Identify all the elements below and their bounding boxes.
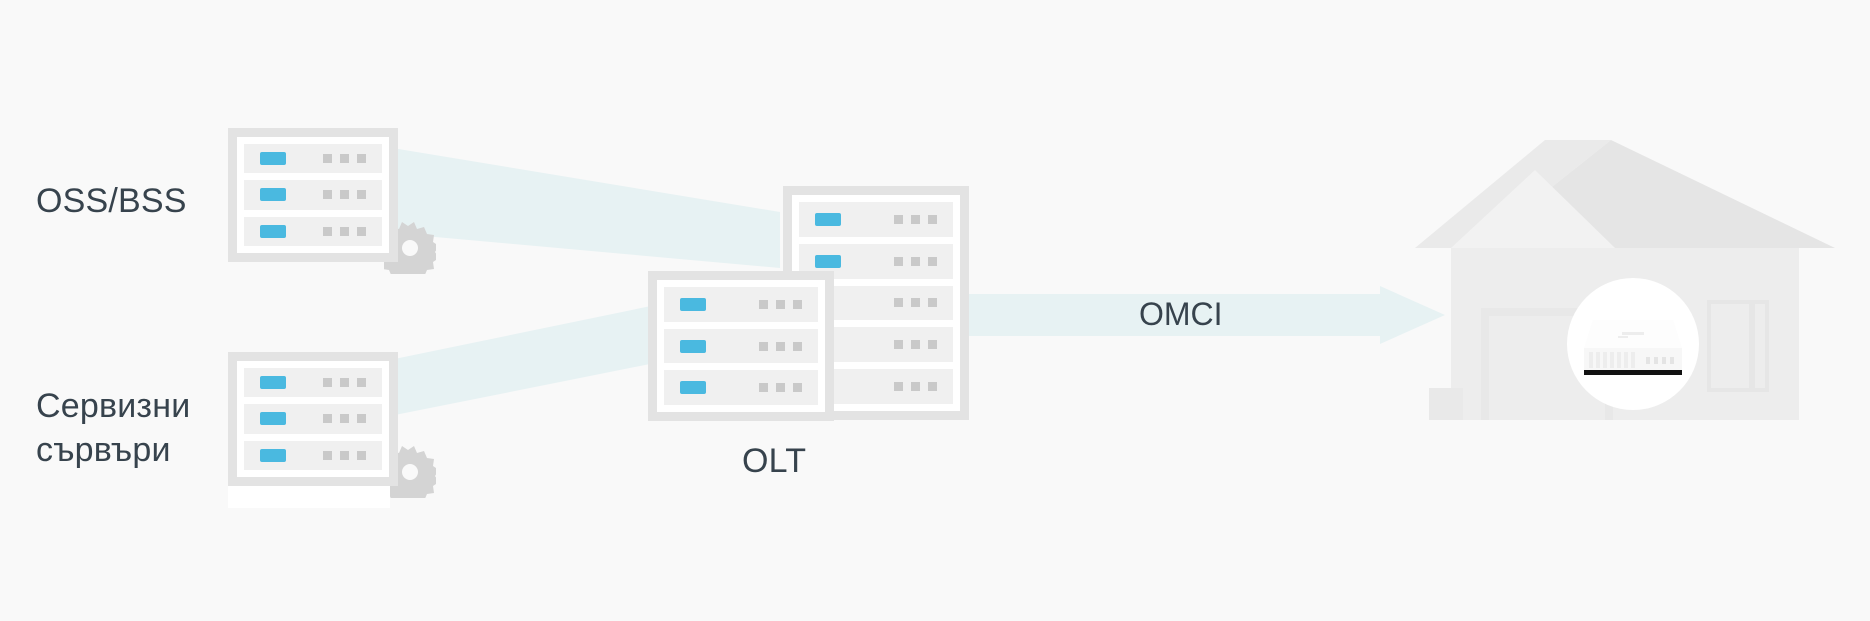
server-rack-olt-front xyxy=(648,271,834,421)
status-led xyxy=(680,381,706,395)
rack-inner xyxy=(237,137,389,253)
node-label-olt: OLT xyxy=(742,442,807,480)
status-led xyxy=(260,188,286,202)
status-led xyxy=(680,339,706,353)
port-dots xyxy=(759,299,802,309)
rack-unit xyxy=(799,243,953,279)
arrow-right-icon xyxy=(960,286,1445,344)
rack-unit xyxy=(244,180,382,210)
server-rack-service-servers xyxy=(228,352,398,486)
port-dots xyxy=(759,383,802,393)
port-dots xyxy=(894,256,937,266)
status-led xyxy=(260,152,286,166)
connection-label-omci: OMCI xyxy=(1139,296,1223,332)
port-dots xyxy=(894,382,937,392)
port-dots xyxy=(323,378,366,388)
port-dots xyxy=(323,226,366,236)
status-led xyxy=(260,448,286,462)
status-led xyxy=(815,254,841,268)
status-led xyxy=(260,224,286,238)
server-rack-oss-bss xyxy=(228,128,398,262)
rack-unit xyxy=(244,440,382,470)
node-label-oss-bss: OSS/BSS xyxy=(36,182,187,220)
beam-service-to-olt xyxy=(380,300,680,418)
rack-unit xyxy=(244,216,382,246)
beam-oss-to-olt xyxy=(380,146,780,268)
port-dots xyxy=(894,340,937,350)
port-dots xyxy=(323,450,366,460)
port-dots xyxy=(323,414,366,424)
rack-unit xyxy=(244,404,382,434)
rack-unit xyxy=(244,144,382,174)
status-led xyxy=(680,297,706,311)
status-led xyxy=(815,212,841,226)
rack-inner xyxy=(237,361,389,477)
ont-device-icon xyxy=(1584,316,1682,375)
port-dots xyxy=(323,154,366,164)
port-dots xyxy=(894,214,937,224)
rack-unit xyxy=(799,202,953,237)
node-label-service-servers: Сервизни сървъри xyxy=(36,387,191,469)
status-led xyxy=(260,376,286,390)
rack-unit xyxy=(244,368,382,398)
port-dots xyxy=(759,341,802,351)
port-dots xyxy=(323,190,366,200)
rack-unit xyxy=(664,370,818,406)
port-dots xyxy=(894,298,937,308)
status-led xyxy=(260,412,286,426)
canvas-crop-strip xyxy=(228,486,390,508)
rack-unit xyxy=(664,287,818,322)
rack-inner xyxy=(657,280,825,412)
rack-unit xyxy=(664,328,818,364)
